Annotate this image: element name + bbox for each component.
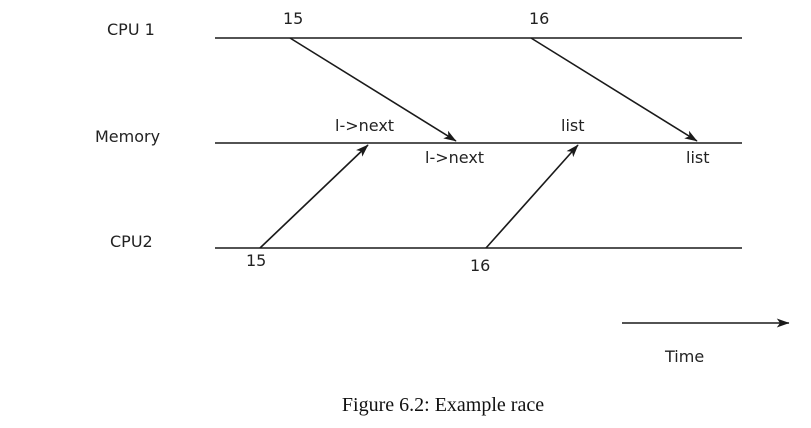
event-label-cpu2-first: 15 bbox=[246, 251, 266, 270]
row-label-memory: Memory bbox=[95, 127, 160, 146]
arrow-cpu2-second-write bbox=[485, 144, 579, 249]
row-label-cpu1: CPU 1 bbox=[107, 20, 155, 39]
mem-label-cpu1-first: l->next bbox=[425, 148, 484, 167]
arrow-cpu1-second-write bbox=[530, 37, 698, 142]
mem-label-cpu1-second: list bbox=[686, 148, 710, 167]
event-label-cpu1-second: 16 bbox=[529, 9, 549, 28]
arrow-cpu1-first-write bbox=[289, 37, 457, 142]
event-label-cpu2-second: 16 bbox=[470, 256, 490, 275]
arrow-cpu2-first-write bbox=[259, 144, 369, 249]
time-label: Time bbox=[664, 347, 704, 366]
mem-label-cpu2-second: list bbox=[561, 116, 585, 135]
row-label-cpu2: CPU2 bbox=[110, 232, 153, 251]
figure-caption: Figure 6.2: Example race bbox=[342, 394, 544, 416]
event-label-cpu1-first: 15 bbox=[283, 9, 303, 28]
mem-label-cpu2-first: l->next bbox=[335, 116, 394, 135]
